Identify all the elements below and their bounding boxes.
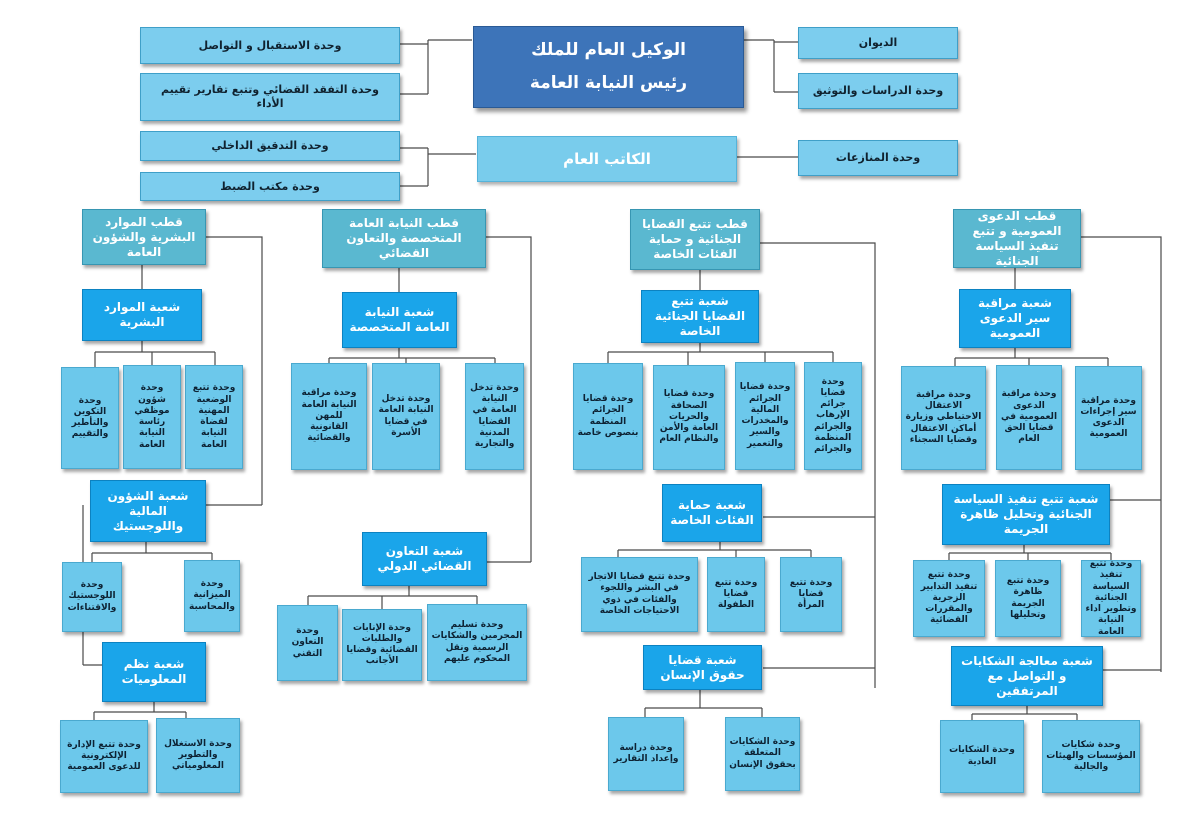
unit-groups-3: وحدة تتبع قضايا الاتجار في البشر واللجوء… <box>581 557 698 632</box>
branch-complaints: شعبة معالجة الشكايات و التواصل مع المرتف… <box>951 646 1103 706</box>
unit-crim-1: وحدة قضايا جرائم الإرهاب والجرائم المنظم… <box>804 362 862 470</box>
unit-hr-2: وحدة شؤون موظفي رئاسة النيابة العامة <box>123 365 181 469</box>
pole-criminal: قطب تتبع القضايا الجنائية و حماية الفئات… <box>630 209 760 270</box>
unit-it-1: وحدة الاستغلال والتطوير المعلومياتي <box>156 718 240 793</box>
branch-public-action-monitoring: شعبة مراقبة سير الدعوى العمومية <box>959 289 1071 348</box>
unit-groups-1: وحدة تتبع قضايا المرأة <box>780 557 842 632</box>
unit-crim-3: وحدة قضايا الصحافة والحريات العامة والأم… <box>653 365 725 470</box>
branch-hr-finance: شعبة الشؤون المالية واللوجستيك <box>90 480 206 542</box>
branch-human-rights: شعبة قضايا حقوق الإنسان <box>643 645 762 690</box>
unit-policy-1: وحدة تتبع تنفيذ السياسة الجنائية وتطوير … <box>1081 560 1141 637</box>
branch-hr-it: شعبة نظم المعلوميات <box>102 642 206 702</box>
branch-specialized: شعبة النيابة العامة المتخصصة <box>342 292 457 348</box>
unit-complaints-2: وحدة الشكايات العادية <box>940 720 1024 793</box>
unit-it-2: وحدة تتبع الإدارة الإلكترونية للدعوى الع… <box>60 720 148 793</box>
unit-rights-2: وحدة دراسة وإعداد التقارير <box>608 717 684 791</box>
pole-specialized: قطب النيابة العامة المتخصصة والتعاون الق… <box>322 209 486 268</box>
unit-hr-3: وحدة التكوين والتأطير والتقييم <box>61 367 119 469</box>
unit-hr-1: وحدة تتبع الوضعية المهنية لقضاة النيابة … <box>185 365 243 469</box>
unit-pub-1: وحدة مراقبة سير إجراءات الدعوى العمومية <box>1075 366 1142 470</box>
unit-spec-2: وحدة تدخل النيابة العامة في قضايا الأسرة <box>372 363 440 470</box>
branch-international-cooperation: شعبة التعاون القضائي الدولي <box>362 532 487 586</box>
unit-finance-2: وحدة اللوجستيك والاقتناءات <box>62 562 122 632</box>
unit-crim-4: وحدة قضايا الجرائم المنظمة بنصوص خاصة <box>573 363 643 470</box>
unit-spec-1: وحدة تدخل النيابة العامة في القضايا المد… <box>465 363 524 470</box>
unit-spec-3: وحدة مراقبة النيابة العامة للمهن القانون… <box>291 363 367 470</box>
unit-coop-2: وحدة الإنابات والطلبات القضائية وقضايا ا… <box>342 609 422 681</box>
branch-criminal-policy: شعبة تتبع تنفيذ السياسة الجنائية وتحليل … <box>942 484 1110 545</box>
unit-policy-2: وحدة تتبع ظاهرة الجريمة وتحليلها <box>995 560 1061 637</box>
head-box: الوكيل العام للملك رئيس النيابة العامة <box>473 26 744 108</box>
unit-inspection: وحدة التفقد القضائي وتتبع تقارير تقييم ا… <box>140 73 400 121</box>
unit-groups-2: وحدة تتبع قضايا الطفولة <box>707 557 765 632</box>
unit-crim-2: وحدة قضايا الجرائم المالية والمخدرات وال… <box>735 362 795 470</box>
unit-complaints-1: وحدة شكايات المؤسسات والهيئات والجالية <box>1042 720 1140 793</box>
secretary-box: الكاتب العام <box>477 136 737 182</box>
unit-reception: وحدة الاستقبال و التواصل <box>140 27 400 64</box>
unit-records: وحدة مكتب الضبط <box>140 172 400 201</box>
head-title: الوكيل العام للملك <box>531 39 686 60</box>
branch-criminal-cases: شعبة تتبع القضايا الجنائية الخاصة <box>641 290 759 343</box>
unit-policy-3: وحدة تتبع تنفيذ التدابير الزجرية والمقرر… <box>913 560 985 637</box>
unit-rights-1: وحدة الشكايات المتعلقة بحقوق الإنسان <box>725 717 800 791</box>
unit-coop-3: وحدة التعاون التقني <box>277 605 338 681</box>
head-subtitle: رئيس النيابة العامة <box>529 73 688 93</box>
pole-hr: قطب الموارد البشرية والشؤون العامة <box>82 209 206 265</box>
unit-audit: وحدة التدقيق الداخلي <box>140 131 400 161</box>
branch-hr-human-resources: شعبة الموارد البشرية <box>82 289 202 341</box>
branch-special-groups: شعبة حماية الفئات الخاصة <box>662 484 762 542</box>
unit-pub-3: وحدة مراقبة الاعتقال الاحتياطي وزيارة أم… <box>901 366 986 470</box>
unit-cabinet: الديوان <box>798 27 958 59</box>
unit-coop-1: وحدة تسليم المجرمين والشكايات الرسمية ون… <box>427 604 527 681</box>
unit-disputes: وحدة المنازعات <box>798 140 958 176</box>
unit-finance-1: وحدة الميزانية والمحاسبة <box>184 560 240 632</box>
unit-studies: وحدة الدراسات والتوثيق <box>798 73 958 109</box>
unit-pub-2: وحدة مراقبة الدعوى العمومية في قضايا الح… <box>996 365 1062 470</box>
pole-public-action: قطب الدعوى العمومية و تتبع تنفيذ السياسة… <box>953 209 1081 268</box>
